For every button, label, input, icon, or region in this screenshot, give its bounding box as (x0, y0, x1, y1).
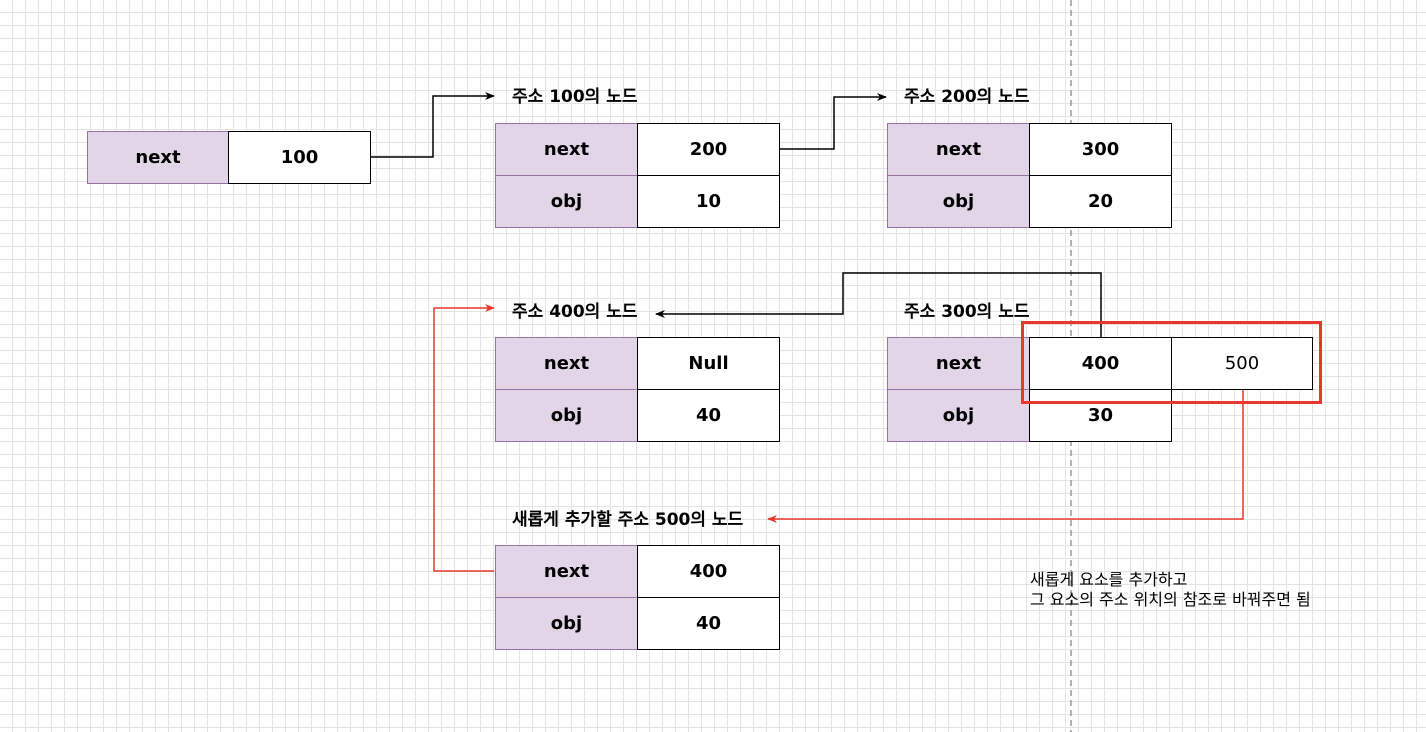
node-500-title: 새롭게 추가할 주소 500의 노드 (512, 510, 744, 530)
node-100-obj-value: 10 (637, 175, 780, 228)
head-value-cell: 100 (228, 131, 371, 184)
node-500-next-key: next (495, 545, 638, 598)
node-200-obj-key: obj (887, 175, 1030, 228)
explanation-note: 새롭게 요소를 추가하고 그 요소의 주소 위치의 참조로 바꿔주면 됨 (1030, 570, 1311, 610)
changed-reference-highlight (1021, 321, 1322, 404)
node-200-obj-value: 20 (1029, 175, 1172, 228)
node-300-next-key: next (887, 337, 1030, 390)
arrow-n500-to-n400 (433, 304, 495, 572)
note-line-2: 그 요소의 주소 위치의 참조로 바꿔주면 됨 (1030, 590, 1311, 609)
node-400-next-key: next (495, 337, 638, 390)
node-100-title: 주소 100의 노드 (512, 87, 638, 107)
node-100-next-key: next (495, 123, 638, 176)
node-400-obj-value: 40 (637, 389, 780, 442)
note-line-1: 새롭게 요소를 추가하고 (1030, 570, 1188, 589)
node-100-obj-key: obj (495, 175, 638, 228)
node-300-new-next-value: 500 (1171, 337, 1313, 390)
node-200-next-key: next (887, 123, 1030, 176)
node-500-next-value: 400 (637, 545, 780, 598)
node-400-next-value: Null (637, 337, 780, 390)
head-key-cell: next (87, 131, 229, 184)
arrow-n300-to-n400 (655, 272, 1102, 337)
node-300-obj-key: obj (887, 389, 1030, 442)
node-200-title: 주소 200의 노드 (904, 87, 1030, 107)
node-400-obj-key: obj (495, 389, 638, 442)
node-400-title: 주소 400의 노드 (512, 302, 638, 322)
node-300-obj-value: 30 (1029, 389, 1172, 442)
arrow-n300-to-n500 (767, 389, 1244, 523)
node-500-obj-key: obj (495, 597, 638, 650)
arrow-n100-to-n200 (780, 93, 887, 150)
node-100-next-value: 200 (637, 123, 780, 176)
node-200-next-value: 300 (1029, 123, 1172, 176)
node-500-obj-value: 40 (637, 597, 780, 650)
node-300-title: 주소 300의 노드 (904, 302, 1030, 322)
arrow-head-to-n100 (371, 92, 495, 158)
